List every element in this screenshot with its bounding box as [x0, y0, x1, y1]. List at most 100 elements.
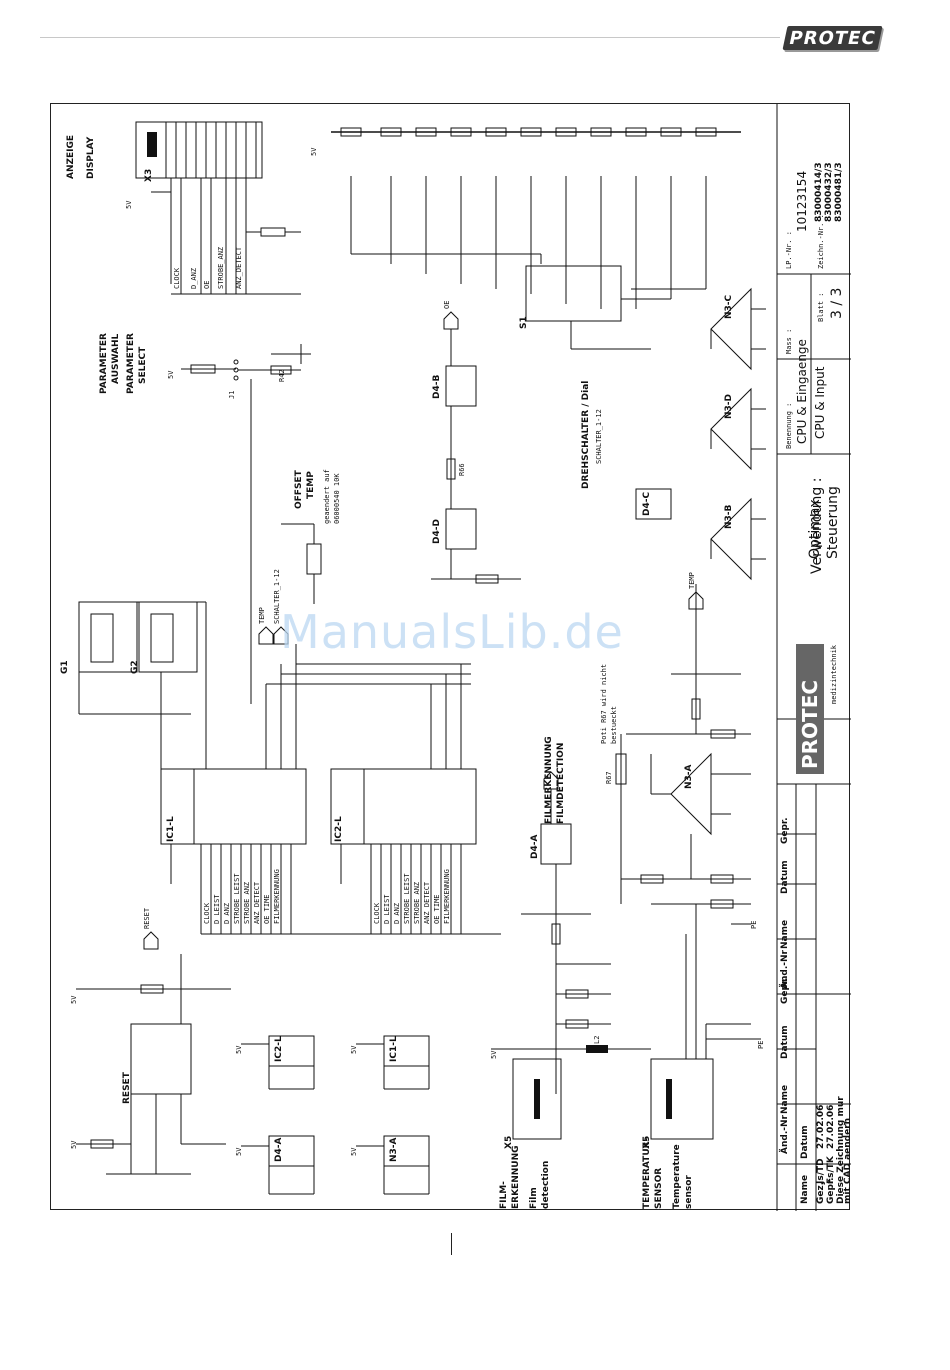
supply-d4: D4-A: [274, 1138, 284, 1162]
bus2-d-leist: D_LEIST: [383, 894, 391, 924]
col-datum-1: Datum: [780, 860, 790, 894]
gepr-label: Gepr.: [826, 1177, 836, 1204]
sig-clock: CLOCK: [173, 267, 181, 289]
film-detection: FILMERKENNUNG FILMDETECTION D4-A 5V L2 X…: [490, 736, 651, 1209]
title-logo-box: [796, 644, 824, 774]
benennung-label: Benennung :: [785, 403, 793, 449]
bl2-5v: 5V: [70, 1140, 78, 1149]
temp-label-2: SENSOR: [654, 1168, 664, 1209]
ic1-label: IC1-L: [166, 816, 176, 842]
param-label-en-2: SELECT: [138, 346, 148, 384]
bus-filmerkennung: FILMERKENNUNG: [273, 869, 281, 924]
col-gepr-1: Gepr.: [780, 817, 790, 844]
temp-pe: PE: [757, 1041, 765, 1049]
x3-label: X3: [144, 169, 154, 182]
opamp-temp-out: TEMP: [688, 572, 696, 589]
zeichn-nr-label: Zeichn.-Nr. :: [817, 214, 825, 269]
verwendung-2: Steuerung: [825, 486, 841, 559]
d4a-label: D4-A: [530, 835, 540, 859]
temperature-sensor: X5 TEMPERATUR- SENSOR Temperature sensor…: [642, 904, 765, 1209]
r67-label: R67: [605, 771, 613, 784]
supply-blocks: IC2-L IC1-L D4-A N3-A 5V 5V 5V 5V: [235, 1035, 430, 1195]
bus-strobe-anz: STROBE_ANZ: [243, 882, 251, 924]
col-name-1: Name: [780, 920, 790, 949]
supply-ic2: IC2-L: [274, 1036, 284, 1062]
reset-signal: RESET: [143, 907, 151, 929]
n3d-label: N3-D: [724, 394, 734, 419]
blatt-value: 3 / 3: [829, 288, 845, 319]
temp-label-en-2: sensor: [684, 1175, 694, 1209]
param-label-en: PARAMETER: [126, 333, 136, 394]
title-block: Verwendung : Optimax Steuerung Benennung…: [776, 104, 851, 1211]
opamp-pe: PE: [750, 921, 758, 929]
note-1: Diese Zeichnung mur: [836, 1096, 846, 1204]
bus-d-anz: D_ANZ: [223, 903, 231, 924]
opamp-temp: N3-A TEMP Poti R67 wird nicht bestueckt …: [600, 572, 758, 929]
temp-label: TEMPERATUR-: [642, 1137, 652, 1209]
film-label-en-2: detection: [541, 1161, 551, 1209]
gez-label: Gez.: [816, 1182, 826, 1204]
s1-label: S1: [519, 316, 529, 329]
x5-temp-label: X5: [642, 1136, 652, 1149]
sig-oe: OE: [203, 281, 211, 289]
bus-clock: CLOCK: [203, 902, 211, 924]
n3c-label: N3-C: [724, 294, 734, 319]
r42-label: R42: [278, 369, 286, 382]
col-datum-3: Datum: [800, 1125, 810, 1159]
n3a-label: N3-A: [684, 764, 694, 789]
col-aend-1: Änd.-Nr: [779, 949, 790, 989]
title-logo-sub: medizintechnik: [830, 644, 838, 704]
d4b-label: D4-B: [432, 375, 442, 399]
watermark: ManualsLib.de: [280, 605, 624, 659]
g2-label: G2: [130, 660, 140, 674]
col-datum-2: Datum: [780, 1025, 790, 1059]
gez-date: 27.02.06: [816, 1105, 826, 1149]
bus-oe-time: OE_TIME: [263, 894, 271, 924]
zeichn-nr-3: 83000481/3: [834, 162, 844, 222]
j1-label: J1: [228, 391, 236, 399]
opamps-right: N3-C N3-D N3-B D4-C: [635, 287, 766, 581]
col-name-3: Name: [800, 1175, 810, 1204]
display-connector-x3: 5V X3 ANZEIGE DISPLAY CLOCK D_ANZ OE STR…: [66, 121, 301, 295]
oe-out: OE: [443, 301, 451, 309]
x5-film-label: X5: [504, 1136, 514, 1149]
gepr-name: Fs/TK: [826, 1155, 836, 1184]
bus2-strobe-leist: STROBE_LEIST: [403, 873, 411, 924]
nand-gates: D4-B D4-D OE R66: [431, 301, 521, 584]
page-marker: [451, 1233, 452, 1255]
display-label: ANZEIGE: [66, 135, 76, 179]
protec-logo: PROTEC: [782, 26, 883, 50]
lp-nr-value: 10123154: [795, 171, 809, 232]
n3b-label: N3-B: [724, 504, 734, 529]
offset-label: OFFSET: [294, 469, 304, 509]
parameter-select: PARAMETER AUSWAHL PARAMETER SELECT 5V J1…: [99, 333, 311, 704]
schematic-sheet: Verwendung : Optimax Steuerung Benennung…: [50, 103, 851, 1211]
dial-switch-s1: S1 DREHSCHALTER / Dial SCHALTER_1-12: [519, 265, 651, 489]
col-gepr-2: Gepr.: [780, 977, 790, 1004]
schematic-drawing: Verwendung : Optimax Steuerung Benennung…: [60, 104, 851, 1211]
param-5v: 5V: [167, 370, 175, 379]
bus-strobe-leist: STROBE_LEIST: [233, 873, 241, 924]
poti-note-1: Poti R67 wird nicht: [600, 664, 608, 744]
filmerkennung-label: FILMERKENNUNG: [544, 736, 554, 824]
sig-d-anz: D_ANZ: [190, 268, 198, 289]
header-rule: [40, 37, 780, 38]
bus2-clock: CLOCK: [373, 902, 381, 924]
ic2-label: IC2-L: [334, 816, 344, 842]
offset-note-1: geaendert auf: [323, 469, 331, 524]
bus-d-leist: D_LEIST: [213, 894, 221, 924]
s2-5v: 5V: [350, 1045, 358, 1054]
note-2: mit CAD aendern: [843, 1118, 851, 1204]
verwendung-1: Optimax: [807, 499, 823, 559]
mass-label: Mass :: [785, 329, 793, 354]
bus-anz-detect: ANZ_DETECT: [253, 881, 261, 924]
d4c-label: D4-C: [642, 492, 652, 516]
g1-label: G1: [60, 660, 70, 674]
col-aend-2: Änd.-Nr: [779, 1114, 790, 1154]
dial-label: DREHSCHALTER / Dial: [581, 381, 591, 489]
sig-schalter: SCHALTER_1-12: [273, 569, 281, 624]
verwendung-label: Verwendung :: [809, 478, 825, 574]
ra-5v: 5V: [310, 147, 318, 156]
film-5v: 5V: [490, 1050, 498, 1059]
microcontrollers: IC1-L IC2-L CLOCK D_LEIST D_ANZ STROBE_L…: [160, 569, 501, 935]
